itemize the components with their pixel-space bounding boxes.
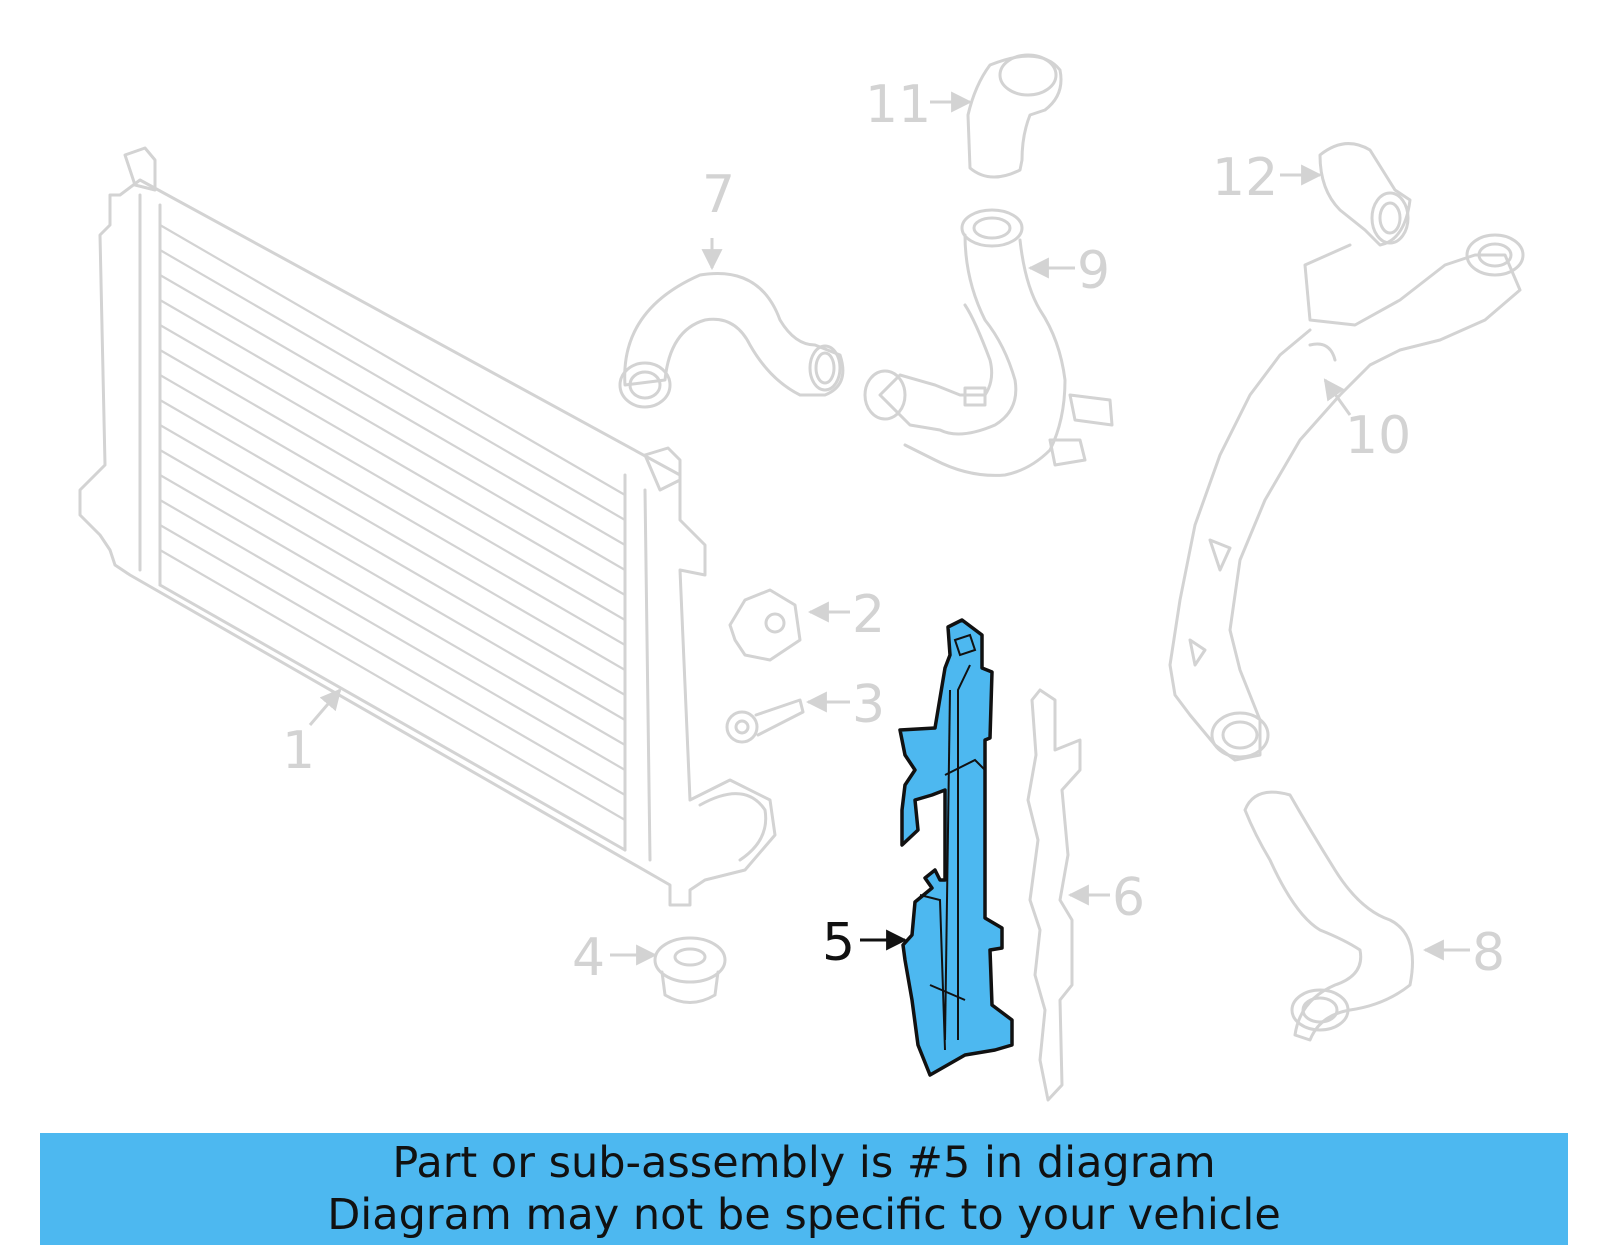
callout-10: 10 [1345, 406, 1411, 466]
callout-5-highlighted: 5 [822, 913, 855, 973]
part-4-grommet [653, 936, 727, 1004]
callout-8: 8 [1472, 923, 1505, 983]
part-6-seal [1026, 688, 1082, 1102]
callout-leaders [308, 91, 1470, 966]
info-banner: Part or sub-assembly is #5 in diagram Di… [40, 1133, 1568, 1245]
callout-6: 6 [1112, 868, 1145, 928]
intercooler-fins [159, 224, 626, 821]
callout-12: 12 [1212, 148, 1278, 208]
callout-7: 7 [702, 165, 735, 225]
callout-2: 2 [852, 585, 885, 645]
callout-11: 11 [865, 75, 931, 135]
part-9-hose [863, 208, 1114, 477]
part-3-bolt [725, 698, 805, 744]
callout-1: 1 [282, 721, 315, 781]
part-1-intercooler [78, 146, 777, 907]
part-8-hose [1243, 790, 1414, 1042]
banner-line-1: Part or sub-assembly is #5 in diagram [392, 1138, 1216, 1188]
part-7-hose [618, 272, 845, 409]
banner-line-2: Diagram may not be specific to your vehi… [327, 1190, 1281, 1240]
part-5-air-guide [898, 618, 1014, 1077]
part-12-hose [1318, 142, 1412, 247]
part-11-hose [966, 53, 1063, 179]
callout-9: 9 [1077, 241, 1110, 301]
part-2-bracket [728, 588, 802, 662]
part-10-pipe [1168, 233, 1525, 762]
callout-4: 4 [572, 928, 605, 988]
callout-3: 3 [852, 675, 885, 735]
